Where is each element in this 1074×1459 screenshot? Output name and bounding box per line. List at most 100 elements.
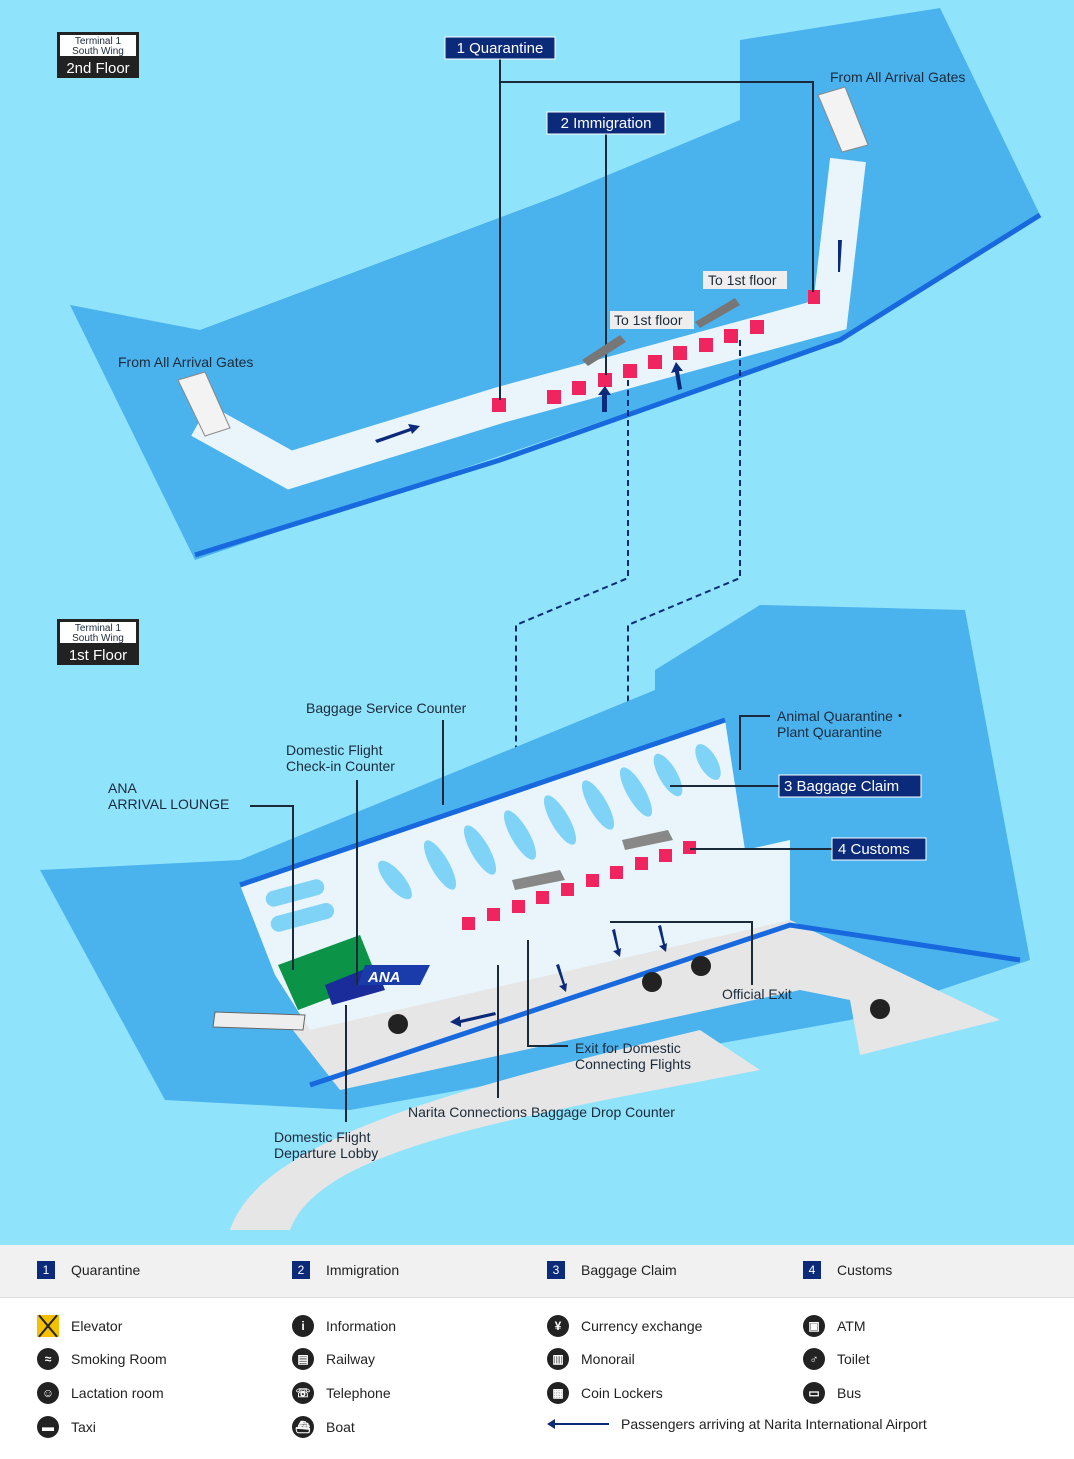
badge-wing-text: South Wing — [72, 46, 124, 57]
svg-text:2 Immigration: 2 Immigration — [561, 115, 652, 132]
legend-coin-lockers: ▦ Coin Lockers — [547, 1382, 663, 1404]
customs-booths — [462, 841, 696, 930]
legend-label: Telephone — [326, 1385, 391, 1401]
escalator-1f — [212, 1011, 306, 1031]
arrow-left-icon — [547, 1419, 609, 1429]
legend-lactation-room: ☺ Lactation room — [37, 1382, 164, 1404]
customs-tag: 4 Customs — [831, 837, 927, 861]
from-gates-left-label: From All Arrival Gates — [118, 354, 253, 370]
escalator-to-1f-b — [695, 298, 740, 328]
ana-arrival-lounge — [278, 935, 378, 1010]
badge-floor-text: 2nd Floor — [66, 60, 129, 77]
edge-1f-top — [239, 717, 726, 888]
escalator-to-1f-a — [582, 335, 626, 366]
official-exit-label: Official Exit — [722, 986, 792, 1002]
passenger-arrows-1f — [450, 925, 667, 1027]
escalator-from-2f-b — [622, 830, 673, 850]
baggage-claim-tag: 3 Baggage Claim — [778, 774, 922, 798]
legend-label: Smoking Room — [71, 1351, 167, 1367]
atm-icon: ▣ — [803, 1315, 825, 1337]
legend-smoking-room: ≈Smoking Room — [37, 1348, 167, 1370]
legend-atm: ▣ ATM — [803, 1315, 866, 1337]
legend-toilet: ♂ Toilet — [803, 1348, 870, 1370]
escalator-right-2f — [817, 86, 869, 153]
legend-elevator: Elevator — [37, 1315, 122, 1337]
first-floor: ANA Terminal 1 South Wing 1st Floor Bagg… — [40, 605, 1030, 1230]
legend-label: Elevator — [71, 1318, 123, 1334]
baggage-drop-label: Narita Connections Baggage Drop Counter — [408, 1104, 675, 1120]
leader-lines-2f — [499, 57, 814, 400]
domestic-checkin-label-2: Check-in Counter — [286, 758, 395, 774]
to-1st-floor-label-a: To 1st floor — [610, 311, 694, 329]
legend-label: Toilet — [837, 1351, 870, 1367]
legend-label: Immigration — [326, 1262, 400, 1278]
legend-step-immigration: 2 Immigration — [292, 1261, 399, 1279]
telephone-icon: ☏ — [292, 1382, 314, 1404]
leader-lines-1f — [250, 715, 832, 1122]
quarantine-tag: 1 Quarantine — [444, 36, 556, 60]
legend-label: Bus — [837, 1385, 862, 1401]
ana-logo: ANA — [358, 965, 430, 986]
step-number-badge: 2 — [292, 1261, 310, 1279]
legend-label: Monorail — [581, 1351, 635, 1367]
badge-wing-text: South Wing — [72, 633, 124, 644]
exit-domestic-label-2: Connecting Flights — [575, 1056, 691, 1072]
baggage-service-label: Baggage Service Counter — [306, 700, 467, 716]
from-gates-right-label: From All Arrival Gates — [830, 69, 965, 85]
coin-lockers-icon: ▦ — [547, 1382, 569, 1404]
toilet-icon: ♂ — [803, 1348, 825, 1370]
legend-label: Railway — [326, 1351, 376, 1367]
svg-text:To 1st floor: To 1st floor — [708, 272, 777, 288]
escalator-from-2f-a — [512, 870, 565, 890]
svg-text:ANA: ANA — [367, 969, 401, 986]
badge-floor-text: 1st Floor — [69, 647, 127, 664]
ana-lounge-label-1: ANA — [108, 780, 137, 796]
escalator-left-2f — [177, 371, 231, 437]
second-floor: Terminal 1 South Wing 2nd Floor 1 Quaran… — [57, 8, 1042, 870]
departure-lobby-label-1: Domestic Flight — [274, 1129, 371, 1145]
information-icon: i — [292, 1315, 314, 1337]
legend-label: Currency exchange — [581, 1318, 703, 1334]
road-1f — [230, 1030, 760, 1230]
apron-area-2f — [70, 8, 1040, 560]
curbside-1f — [285, 920, 1000, 1090]
edge-2f — [194, 212, 1042, 558]
domestic-checkin-label-1: Domestic Flight — [286, 742, 383, 758]
legend-label: Lactation room — [71, 1385, 164, 1401]
legend-label: Boat — [326, 1419, 355, 1435]
svg-text:To 1st floor: To 1st floor — [614, 312, 683, 328]
legend-boat: ⛴ Boat — [292, 1416, 355, 1438]
legend-label: Coin Lockers — [581, 1385, 663, 1401]
legend-label: ATM — [837, 1318, 866, 1334]
animal-quarantine-label-2: Plant Quarantine — [777, 724, 882, 740]
svg-text:1 Quarantine: 1 Quarantine — [457, 40, 544, 57]
boat-icon: ⛴ — [292, 1416, 314, 1438]
animal-quarantine-label-1: Animal Quarantine・ — [777, 708, 907, 724]
monorail-icon: ▥ — [547, 1348, 569, 1370]
legend-label: Taxi — [71, 1419, 96, 1435]
edge-1f-bottom — [309, 922, 1021, 1088]
currency-exchange-icon: ¥ — [547, 1315, 569, 1337]
legend-bus: ▭Bus — [803, 1382, 861, 1404]
lactation-room-icon: ☺ — [37, 1382, 59, 1404]
svg-text:3 Baggage Claim: 3 Baggage Claim — [784, 778, 899, 795]
exit-domestic-label-1: Exit for Domestic — [575, 1040, 681, 1056]
taxi-icon: ▬ — [37, 1416, 59, 1438]
legend-label: Baggage Claim — [581, 1262, 677, 1278]
badge-terminal-text: Terminal 1 — [75, 36, 122, 47]
railway-icon: ▤ — [292, 1348, 314, 1370]
legend-telephone: ☏ Telephone — [292, 1382, 391, 1404]
floor-badge-2f: Terminal 1 South Wing 2nd Floor — [57, 32, 139, 78]
passenger-arrows-2f — [375, 240, 842, 443]
badge-terminal-text: Terminal 1 — [75, 623, 122, 634]
legend-label: Quarantine — [71, 1262, 141, 1278]
legend-taxi: ▬ Taxi — [37, 1416, 96, 1438]
floor-map: Terminal 1 South Wing 2nd Floor 1 Quaran… — [0, 0, 1074, 1245]
